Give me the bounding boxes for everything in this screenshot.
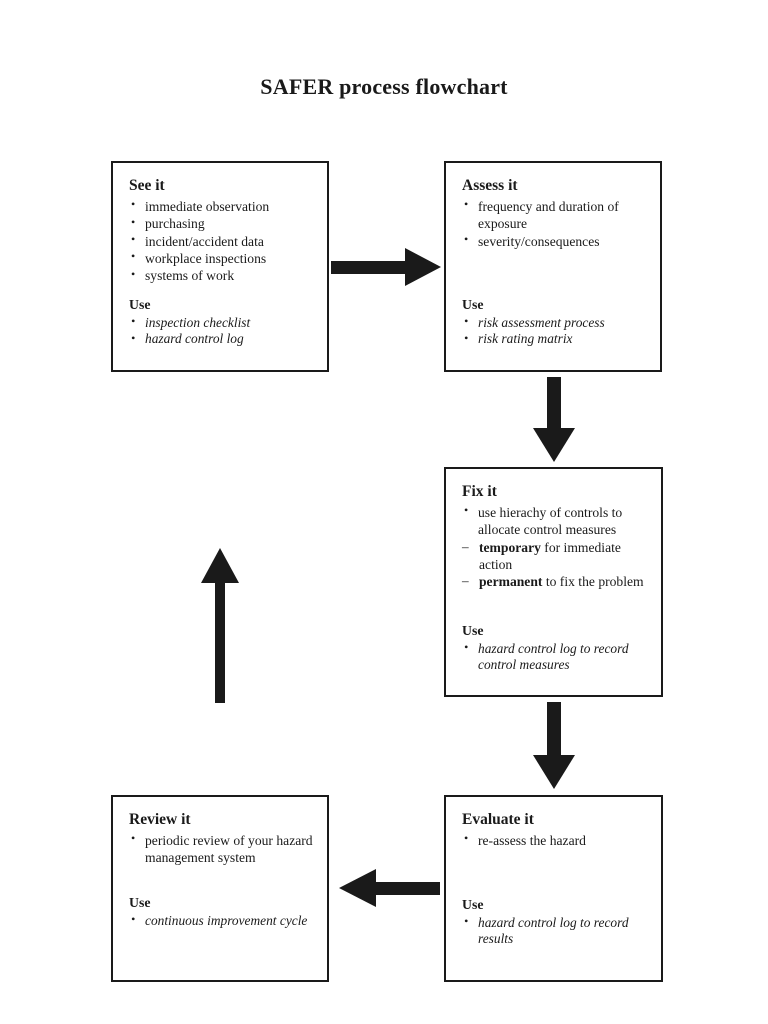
use-section-assess-it: Use risk assessment process risk rating … xyxy=(462,297,648,348)
use-heading: Use xyxy=(129,297,151,312)
arrow-shaft xyxy=(331,261,407,274)
node-bullets-see-it: immediate observation purchasing inciden… xyxy=(129,197,313,285)
list-item: hazard control log to record results xyxy=(462,914,649,949)
list-item: periodic review of your hazard managemen… xyxy=(129,831,313,867)
subbullet-rest: to fix the problem xyxy=(542,574,644,590)
list-item: continuous improvement cycle xyxy=(129,912,315,930)
use-heading: Use xyxy=(462,623,484,638)
use-items-review-it: continuous improvement cycle xyxy=(129,912,315,930)
arrow-shaft xyxy=(547,377,561,430)
node-see-it[interactable]: See it immediate observation purchasing … xyxy=(111,161,329,372)
node-bullets-evaluate-it: re-assess the hazard xyxy=(462,831,647,849)
node-bullets-fix-it: use hierachy of controls to allocate con… xyxy=(462,503,647,539)
arrow-shaft xyxy=(215,581,225,703)
list-item: permanent to fix the problem xyxy=(462,573,647,590)
list-item: hazard control log to record control mea… xyxy=(462,640,649,675)
node-bullets-review-it: periodic review of your hazard managemen… xyxy=(129,831,313,867)
use-items-fix-it: hazard control log to record control mea… xyxy=(462,640,649,675)
use-items-see-it: inspection checklist hazard control log xyxy=(129,314,315,349)
node-subbullets-fix-it: temporary for immediate action permanent… xyxy=(462,539,647,591)
arrow-right-icon-see-to-assess xyxy=(331,248,441,286)
arrow-down-icon-fix-to-evaluate xyxy=(533,702,575,790)
node-fix-it[interactable]: Fix it use hierachy of controls to alloc… xyxy=(444,467,663,697)
node-bullets-assess-it: frequency and duration of exposure sever… xyxy=(462,197,646,250)
node-review-it[interactable]: Review it periodic review of your hazard… xyxy=(111,795,329,982)
node-title-evaluate-it: Evaluate it xyxy=(462,811,534,828)
arrow-head xyxy=(201,548,239,583)
list-item: hazard control log xyxy=(129,331,315,348)
use-items-evaluate-it: hazard control log to record results xyxy=(462,914,649,949)
list-item: workplace inspections xyxy=(129,249,313,267)
node-title-assess-it: Assess it xyxy=(462,177,518,194)
subbullet-rest: for immediate action xyxy=(479,539,621,572)
list-item: severity/consequences xyxy=(462,232,646,250)
arrow-shaft xyxy=(547,702,561,757)
subbullet-emphasis: permanent xyxy=(479,574,543,590)
list-item: use hierachy of controls to allocate con… xyxy=(462,503,647,539)
use-heading: Use xyxy=(129,895,151,910)
use-items-assess-it: risk assessment process risk rating matr… xyxy=(462,314,648,349)
use-section-review-it: Use continuous improvement cycle xyxy=(129,895,315,929)
arrow-left-icon-evaluate-to-review xyxy=(339,869,440,907)
node-evaluate-it[interactable]: Evaluate it re-assess the hazard Use haz… xyxy=(444,795,663,982)
use-heading: Use xyxy=(462,297,484,312)
arrow-head xyxy=(533,428,575,462)
list-item: risk assessment process xyxy=(462,314,648,332)
list-item: systems of work xyxy=(129,267,313,284)
list-item: temporary for immediate action xyxy=(462,539,647,574)
use-heading: Use xyxy=(462,897,484,912)
use-section-evaluate-it: Use hazard control log to record results xyxy=(462,897,649,948)
arrow-down-icon-assess-to-fix xyxy=(533,377,575,462)
list-item: purchasing xyxy=(129,215,313,232)
node-title-review-it: Review it xyxy=(129,811,191,828)
subbullet-emphasis: temporary xyxy=(479,539,541,555)
node-assess-it[interactable]: Assess it frequency and duration of expo… xyxy=(444,161,662,372)
arrow-up-icon-review-to-fix xyxy=(201,548,239,703)
arrow-shaft xyxy=(374,882,440,895)
use-section-see-it: Use inspection checklist hazard control … xyxy=(129,297,315,348)
arrow-head xyxy=(405,248,441,286)
node-title-see-it: See it xyxy=(129,177,165,194)
use-section-fix-it: Use hazard control log to record control… xyxy=(462,623,649,674)
arrow-head xyxy=(339,869,376,907)
list-item: immediate observation xyxy=(129,197,313,215)
page-title: SAFER process flowchart xyxy=(260,74,508,99)
node-title-fix-it: Fix it xyxy=(462,483,497,500)
arrow-head xyxy=(533,755,575,789)
list-item: inspection checklist xyxy=(129,314,315,332)
list-item: risk rating matrix xyxy=(462,331,648,348)
list-item: incident/accident data xyxy=(129,232,313,250)
list-item: frequency and duration of exposure xyxy=(462,197,646,233)
list-item: re-assess the hazard xyxy=(462,831,647,849)
